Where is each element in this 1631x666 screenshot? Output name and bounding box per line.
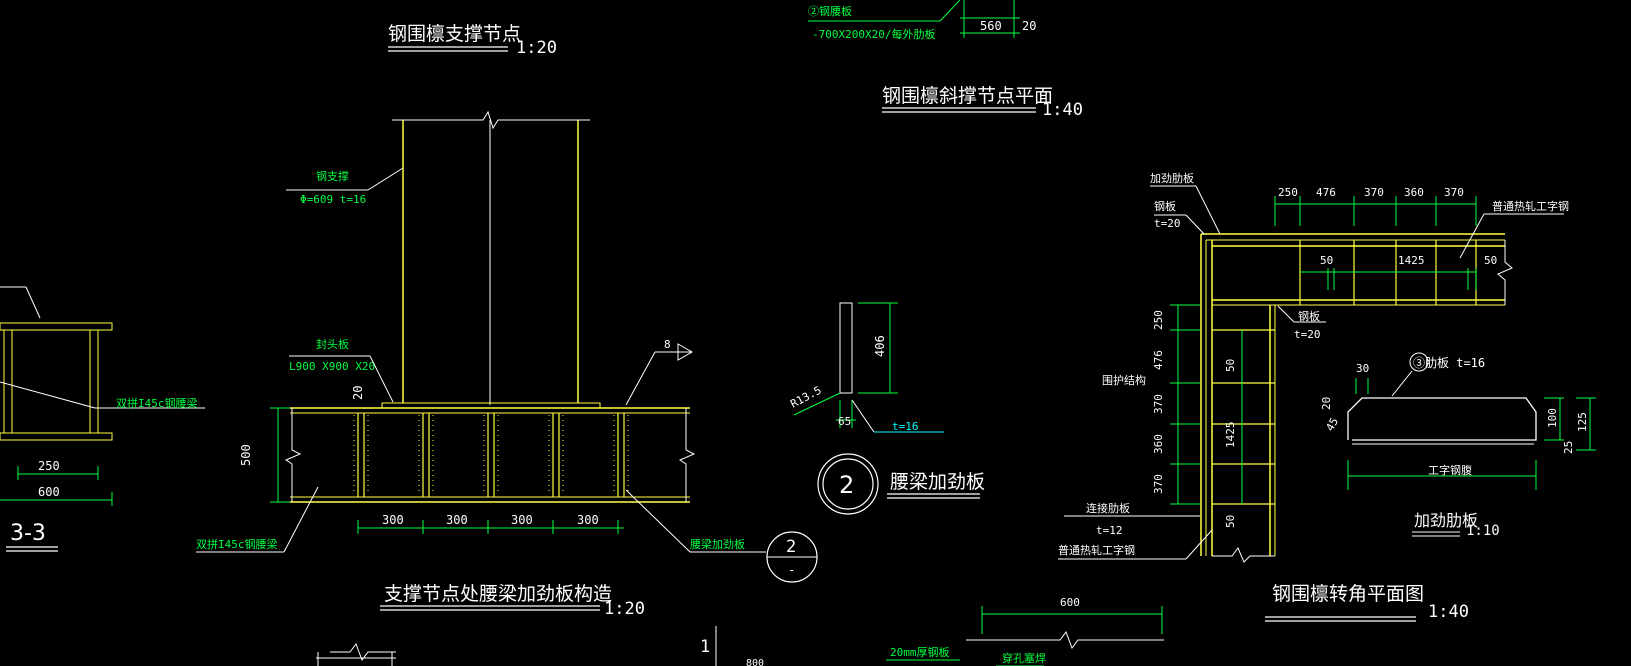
bottom-dim-600: 600 — [1060, 596, 1080, 609]
i-beam-bottom-label: 普通热轧工字钢 — [1058, 543, 1135, 557]
bottom-fragments: 1 800 600 20mm厚钢板 穿孔塞焊 — [316, 596, 1164, 666]
title-section-33: 3-3 — [6, 521, 58, 552]
rib-dim-125: 125 — [1576, 412, 1589, 432]
cp-vdim-370b: 370 — [1152, 474, 1165, 494]
title-diag-brace-plan-text: 钢围檩斜撑节点平面 — [882, 85, 1053, 107]
title-support-detail-text: 支撑节点处腰梁加劲板构造 — [384, 583, 612, 605]
title-bracket-node: 钢围檩支撑节点 1:20 — [388, 23, 557, 58]
rib-dim-30: 30 — [1356, 362, 1369, 375]
cp-dim-50a: 50 — [1320, 254, 1333, 267]
callout-2-number: 2 — [786, 537, 796, 557]
cp-ivdim-1425: 1425 — [1224, 422, 1237, 449]
stiffener-plate-title: 加劲肋板 — [1414, 511, 1478, 530]
section-33-drawing: 双拼I45c钢腰梁 250 600 — [0, 286, 205, 506]
steel-brace-label: 钢支撑 — [316, 169, 349, 183]
end-plate-label: 封头板 — [316, 337, 349, 351]
cp-dim-250: 250 — [1278, 186, 1298, 199]
i-steel-label: 工字钢腹 — [1428, 463, 1472, 477]
title-corner-plan-text: 钢围檩转角平面图 — [1272, 583, 1424, 605]
t16-label: t=16 — [892, 420, 919, 433]
callout-2-dash: - — [788, 563, 795, 577]
conn-plate-label: 连接肋板 — [1086, 501, 1130, 515]
waist-plate-label: 腰梁加劲板 — [690, 537, 745, 551]
dim-250-left: 250 — [38, 459, 60, 473]
weld20-label: 20mm厚钢板 — [890, 645, 950, 659]
rib-dim-20: 20 — [1320, 397, 1333, 410]
title-bracket-node-text: 钢围檩支撑节点 — [388, 23, 521, 45]
cp-ivdim-50a: 50 — [1224, 359, 1237, 372]
bracket-node-drawing: 钢支撑 Φ=609 t=16 封头板 L900 X900 X20 双拼I45c钢… — [196, 110, 766, 553]
t20b-label: t=20 — [1294, 328, 1321, 341]
rib-dim-100: 100 — [1546, 408, 1559, 428]
rib-mark-3: ③肋板 t=16 — [1413, 355, 1485, 370]
scale-bracket-node: 1:20 — [516, 38, 557, 58]
cp-vdim-370: 370 — [1152, 394, 1165, 414]
cp-dim-476: 476 — [1316, 186, 1336, 199]
cp-ivdim-50b: 50 — [1224, 515, 1237, 528]
dim-300-c: 300 — [511, 513, 533, 527]
dim-20-top: 20 — [1022, 19, 1036, 33]
double-beam-label-left: 双拼I45c钢腰梁 — [116, 396, 198, 410]
top-fragment: ②钢腰板 -700X200X20/每外肋板 560 20 — [808, 0, 1036, 41]
cp-vdim-250: 250 — [1152, 310, 1165, 330]
dim-300-a: 300 — [382, 513, 404, 527]
weld-structure-label: 围护结构 — [1102, 373, 1146, 387]
t12-label: t=12 — [1096, 524, 1123, 537]
stiff-plate-label: 加劲肋板 — [1150, 171, 1194, 185]
cp-dim-370b: 370 — [1444, 186, 1464, 199]
mark2-label: ②钢腰板 — [808, 4, 852, 18]
cp-vdim-476: 476 — [1152, 350, 1165, 370]
rib-plate-detail: ③肋板 t=16 工字钢腹 30 20 45 100 125 25 加劲肋板 1… — [1320, 352, 1596, 539]
rib-dim-45: 45 — [1323, 416, 1341, 434]
hole-weld-label: 穿孔塞焊 — [1002, 651, 1046, 665]
dim-406: 406 — [873, 335, 887, 357]
bottom-small-mark: 800 — [746, 658, 764, 666]
dim-300-d: 300 — [577, 513, 599, 527]
title-corner-plan: 钢围檩转角平面图 1:40 — [1265, 583, 1469, 622]
steel-brace-spec: Φ=609 t=16 — [300, 193, 366, 206]
title-diag-brace-plan: 钢围檩斜撑节点平面 1:40 — [882, 85, 1083, 120]
stiffener-plate-detail: 406 65 R13.5 t=16 2 腰梁加劲板 — [788, 302, 985, 515]
dim-560: 560 — [980, 19, 1002, 33]
scale-corner-plan: 1:40 — [1428, 602, 1469, 622]
steel-plate2-label: 钢板 — [1298, 309, 1320, 323]
cp-dim-50b: 50 — [1484, 254, 1497, 267]
dim-600-left: 600 — [38, 485, 60, 499]
top-spec-label: -700X200X20/每外肋板 — [812, 27, 935, 41]
dim-300-b: 300 — [446, 513, 468, 527]
dim-65: 65 — [838, 415, 851, 428]
waist-stiffener-title: 腰梁加劲板 — [890, 471, 985, 493]
cp-dim-1425: 1425 — [1398, 254, 1425, 267]
corner-plan-drawing: 250 476 370 360 370 50 1425 50 250 476 3… — [1058, 171, 1569, 563]
detail-2-number: 2 — [839, 471, 854, 499]
t20-label: t=20 — [1154, 217, 1181, 230]
scale-diag-brace-plan: 1:40 — [1042, 100, 1083, 120]
r135-label: R13.5 — [788, 384, 823, 411]
i-beam-top-label: 普通热轧工字钢 — [1492, 199, 1569, 213]
stiffener-plate-scale: 1:10 — [1466, 523, 1500, 539]
bottom-mark-1: 1 — [700, 637, 710, 657]
rib-dim-25: 25 — [1562, 441, 1575, 454]
cp-dim-360: 360 — [1404, 186, 1424, 199]
weld-mark-8: 8 — [664, 338, 671, 351]
scale-support-detail: 1:20 — [604, 599, 645, 619]
cp-dim-370: 370 — [1364, 186, 1384, 199]
double-beam-label: 双拼I45c钢腰梁 — [196, 537, 278, 551]
cp-vdim-360: 360 — [1152, 434, 1165, 454]
detail-callout-2-bottom: 2 - — [766, 531, 818, 583]
dim-500: 500 — [239, 444, 253, 466]
section-33-text: 3-3 — [10, 521, 46, 546]
title-support-detail: 支撑节点处腰梁加劲板构造 1:20 — [380, 583, 645, 619]
steel-plate-label: 钢板 — [1154, 199, 1176, 213]
dim-20-plate: 20 — [351, 386, 365, 400]
end-plate-spec: L900 X900 X20 — [289, 360, 375, 373]
